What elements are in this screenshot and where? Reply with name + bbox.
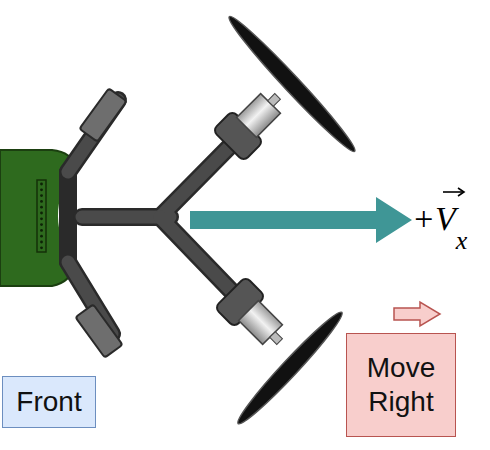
vector-symbol: +V	[412, 200, 456, 238]
vector-arrow	[443, 188, 464, 196]
velocity-arrow	[190, 197, 412, 243]
box-text: Front	[16, 385, 81, 419]
box-text: Move Right	[353, 351, 449, 418]
motion-label-box: Move Right	[346, 333, 456, 437]
view-label-box: Front	[2, 376, 96, 428]
vector-subscript: x	[456, 226, 468, 256]
direction-arrow	[394, 302, 440, 326]
